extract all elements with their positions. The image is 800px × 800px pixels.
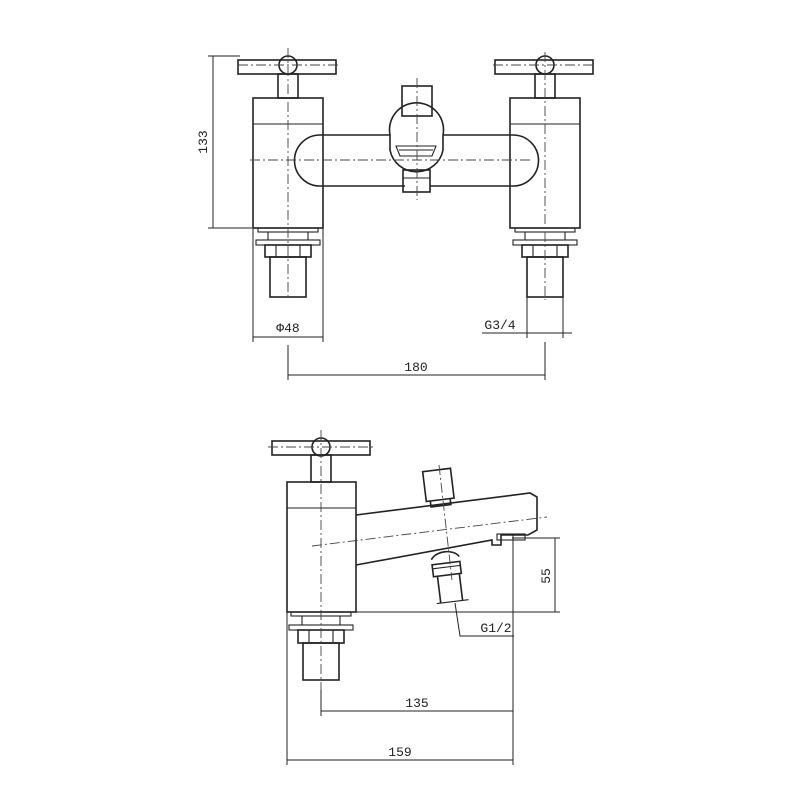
- body-bar-ends: [293, 134, 540, 187]
- side-diverter-knob: [421, 467, 455, 508]
- dim-thread-label: G3/4: [484, 318, 515, 333]
- dim-height-label: 133: [196, 130, 211, 153]
- dim-outlet-thread-label: G1/2: [480, 621, 511, 636]
- side-valve-body: [286, 481, 357, 613]
- dim-projection-label: 159: [388, 745, 411, 760]
- dim-centres-label: 180: [404, 360, 427, 375]
- dim-diameter-label: Φ48: [276, 321, 299, 336]
- side-view: 55 G1/2 135 159: [268, 430, 560, 765]
- outlet-thread-leader: [454, 602, 514, 637]
- side-shower-outlet: [430, 550, 469, 605]
- shower-outlet: [402, 169, 431, 193]
- right-cross-handle: [494, 59, 594, 75]
- spout: [355, 492, 538, 566]
- left-cross-handle: [237, 59, 337, 75]
- right-valve: [494, 55, 594, 298]
- front-view: 133 Φ48 G3/4 180: [196, 48, 595, 380]
- dim-spout-height-label: 55: [539, 568, 554, 584]
- diverter: [388, 85, 445, 193]
- dim-reach-label: 135: [405, 696, 428, 711]
